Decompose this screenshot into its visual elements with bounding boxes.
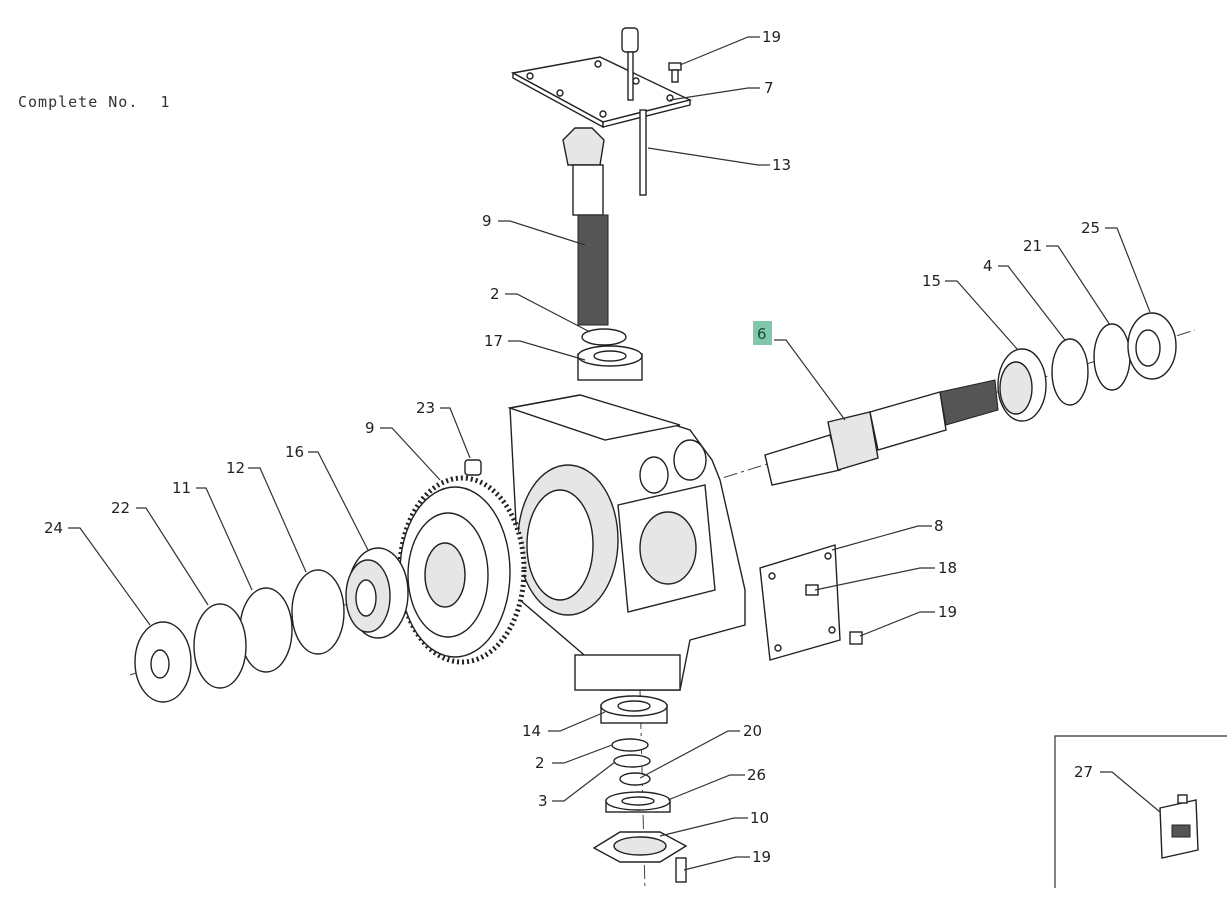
part-bolt-19-cover[interactable] — [849, 631, 863, 645]
callout-14[interactable]: 14 — [522, 722, 541, 740]
part-bearing-15[interactable] — [997, 348, 1047, 422]
complete-number-label: Complete No. 1 — [18, 93, 170, 111]
inset-frame — [1054, 735, 1227, 888]
part-bolt-18[interactable] — [805, 584, 819, 596]
callout-6[interactable]: 6 — [757, 325, 767, 343]
callout-2[interactable]: 2 — [490, 285, 500, 303]
part-bearing-14[interactable] — [600, 695, 668, 724]
part-circlip-3[interactable] — [613, 754, 651, 768]
part-pinion-shaft[interactable] — [562, 127, 609, 326]
part-bolt-top[interactable] — [668, 62, 682, 83]
callout-12[interactable]: 12 — [226, 459, 245, 477]
part-seal-25[interactable] — [1127, 312, 1177, 380]
part-top-plate[interactable] — [510, 56, 693, 129]
callout-18[interactable]: 18 — [938, 559, 957, 577]
callout-25[interactable]: 25 — [1081, 219, 1100, 237]
part-ring-11[interactable] — [239, 587, 293, 673]
part-bearing-16[interactable] — [345, 547, 409, 639]
callout-27[interactable]: 27 — [1074, 763, 1093, 781]
callout-9[interactable]: 9 — [365, 419, 375, 437]
callout-24[interactable]: 24 — [44, 519, 63, 537]
callout-16[interactable]: 16 — [285, 443, 304, 461]
part-plug-23[interactable] — [464, 459, 482, 476]
complete-label: Complete No. — [18, 93, 139, 111]
part-seal-26[interactable] — [605, 791, 671, 813]
part-ring-gear[interactable] — [397, 475, 527, 665]
oil-bottle-icon[interactable] — [1159, 794, 1199, 859]
callout-10[interactable]: 10 — [750, 809, 769, 827]
callout-9[interactable]: 9 — [482, 212, 492, 230]
callout-8[interactable]: 8 — [934, 517, 944, 535]
callout-15[interactable]: 15 — [922, 272, 941, 290]
callout-19[interactable]: 19 — [762, 28, 781, 46]
callout-19[interactable]: 19 — [938, 603, 957, 621]
callout-21[interactable]: 21 — [1023, 237, 1042, 255]
callout-11[interactable]: 11 — [172, 479, 191, 497]
callout-22[interactable]: 22 — [111, 499, 130, 517]
complete-number: 1 — [160, 93, 171, 111]
part-bearing-17[interactable] — [577, 345, 643, 381]
callout-19[interactable]: 19 — [752, 848, 771, 866]
part-input-shaft[interactable] — [764, 379, 999, 486]
callout-23[interactable]: 23 — [416, 399, 435, 417]
callout-4[interactable]: 4 — [983, 257, 993, 275]
part-ring-4[interactable] — [1051, 338, 1089, 406]
part-circlip-22[interactable] — [193, 603, 247, 689]
part-flange-10[interactable] — [592, 831, 688, 863]
callout-6-highlight — [753, 321, 772, 345]
part-gearbox-housing[interactable] — [507, 394, 746, 691]
callout-7[interactable]: 7 — [764, 79, 774, 97]
callout-13[interactable]: 13 — [772, 156, 791, 174]
part-cover-8[interactable] — [759, 544, 841, 661]
callout-17[interactable]: 17 — [484, 332, 503, 350]
part-ring-12[interactable] — [291, 569, 345, 655]
callout-26[interactable]: 26 — [747, 766, 766, 784]
part-dipstick[interactable] — [621, 27, 647, 196]
leader-lines — [68, 36, 1161, 871]
part-washer-2-bottom[interactable] — [611, 738, 649, 752]
part-washer-24[interactable] — [134, 621, 192, 703]
part-circlip-21[interactable] — [1093, 323, 1131, 391]
part-washer-2-top[interactable] — [581, 328, 627, 346]
callout-2[interactable]: 2 — [535, 754, 545, 772]
callout-3[interactable]: 3 — [538, 792, 548, 810]
callout-20[interactable]: 20 — [743, 722, 762, 740]
